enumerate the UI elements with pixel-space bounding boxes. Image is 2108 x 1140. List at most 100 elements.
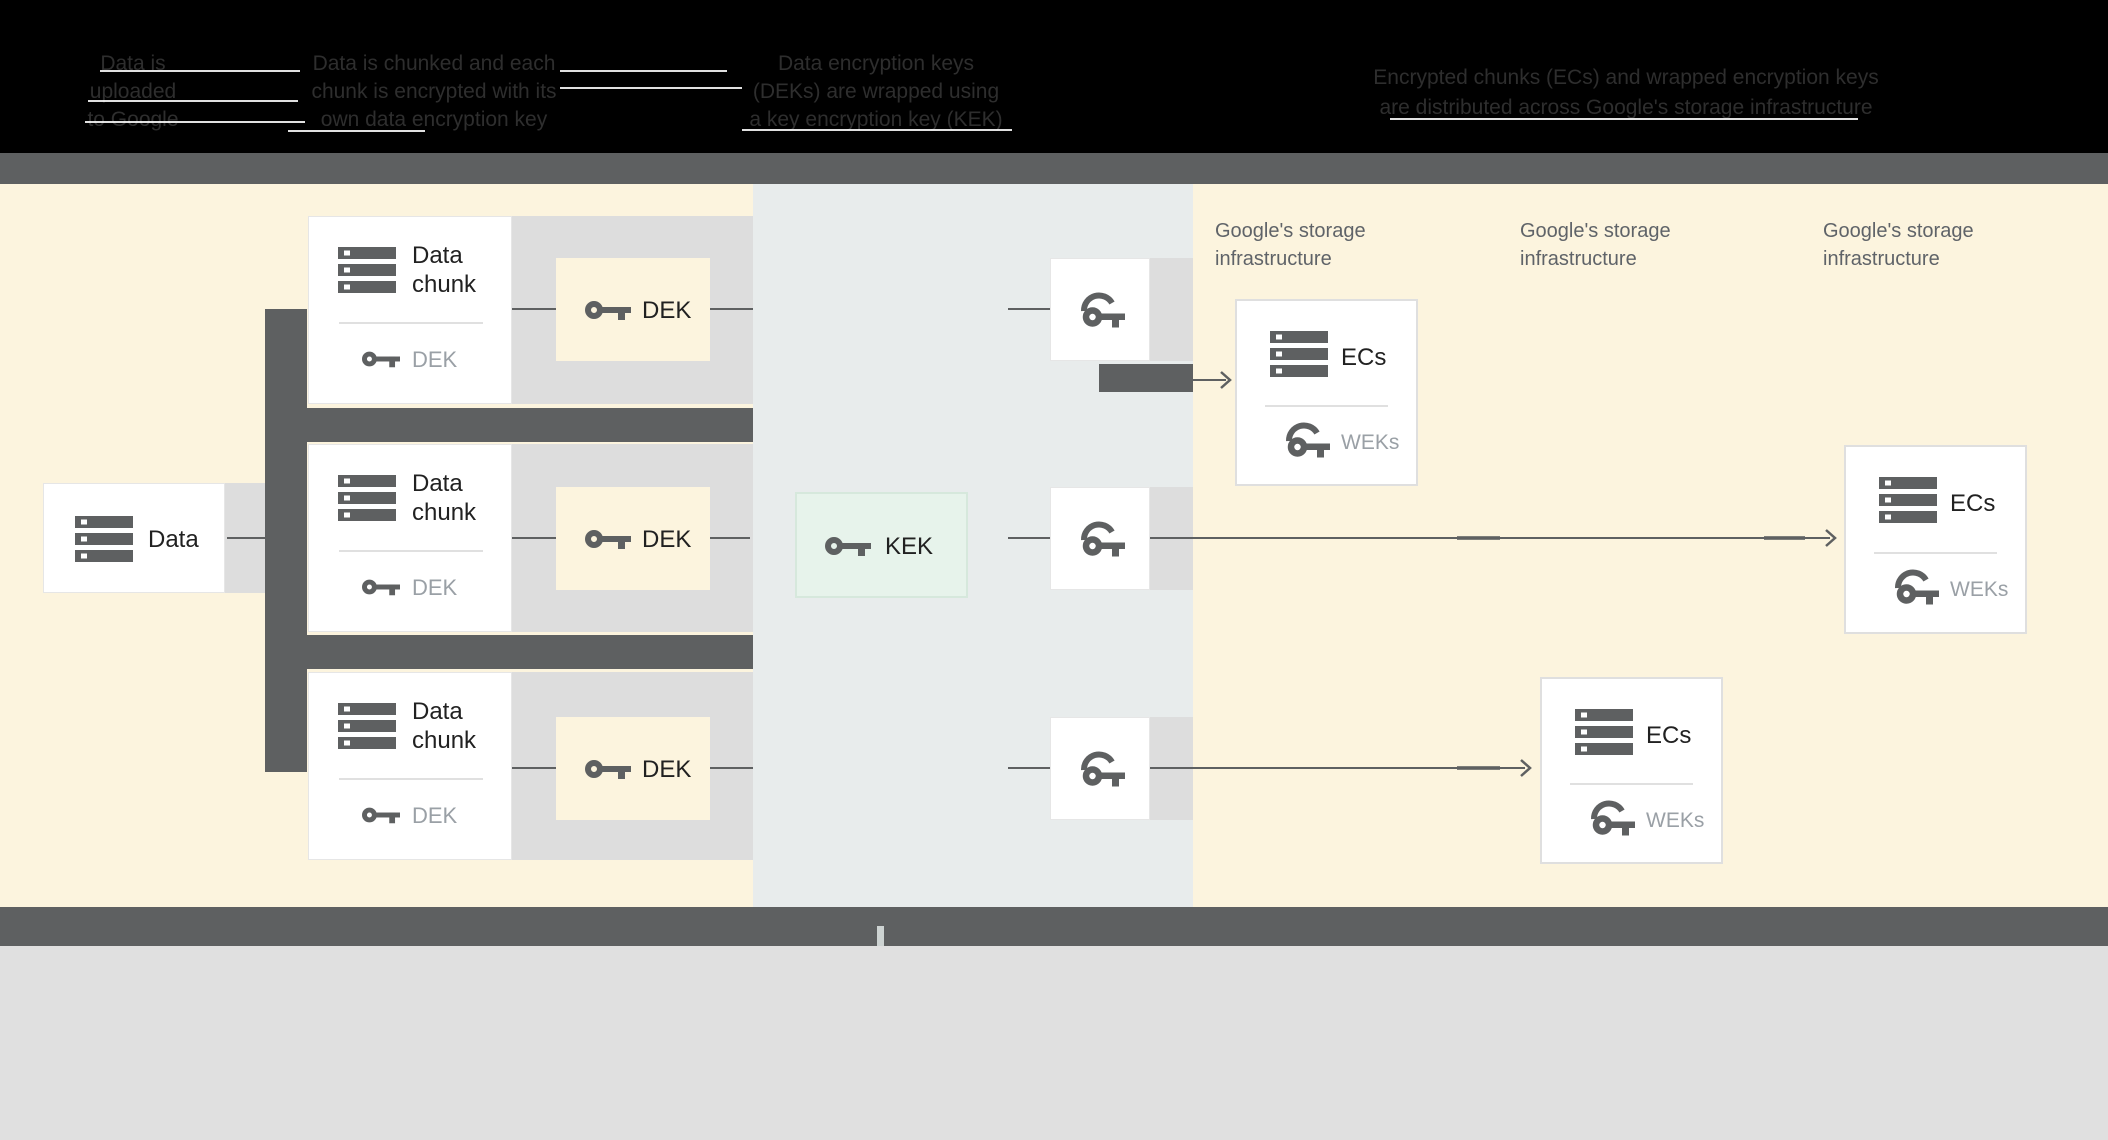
row-connector-bar [307, 408, 753, 442]
wrapped-key-icon [1286, 422, 1330, 458]
box-divider [1570, 783, 1693, 785]
data-box: Data [43, 483, 225, 593]
wrapped-key-icon [1081, 521, 1125, 557]
key-icon [362, 351, 400, 368]
bottom-divider-bar [0, 907, 2108, 946]
dek-box: DEK [556, 487, 710, 590]
step-caption-upload: Data is uploaded to Google [33, 50, 233, 134]
ecs-label: ECs [1950, 490, 1996, 517]
storage-infra-label: Google's storage infrastructure [1215, 217, 1366, 273]
dek-box: DEK [556, 717, 710, 820]
wrapped-key-flow-bar [1099, 364, 1193, 392]
chunk-title-line: Data [412, 698, 463, 725]
ecs-label: ECs [1341, 344, 1387, 371]
key-icon [362, 807, 400, 824]
weks-label: WEKs [1950, 578, 2009, 601]
connector-line [1008, 308, 1050, 310]
weks-label: WEKs [1646, 809, 1705, 832]
caption-line: Encrypted chunks (ECs) and wrapped encry… [1373, 66, 1879, 89]
footer-area: Default Google Encryption Key encryption… [0, 946, 2108, 1140]
caption-header: Data is uploaded to Google Data is chunk… [0, 0, 2108, 153]
storage-icon [338, 475, 396, 521]
connector-line [512, 767, 556, 769]
arrow-right-icon [1193, 371, 1232, 389]
chunk-title-line: Data [412, 242, 463, 269]
infra-line: infrastructure [1823, 248, 1940, 270]
wrapped-key-icon [1081, 751, 1125, 787]
arrow-right-icon [1150, 759, 1532, 777]
data-label: Data [148, 526, 199, 553]
connector-band [1150, 258, 1193, 361]
connector-line [710, 537, 750, 539]
weks-label: WEKs [1341, 431, 1400, 454]
data-chunk-title: Data chunk [412, 697, 476, 755]
infra-line: infrastructure [1520, 248, 1637, 270]
wrapped-key-icon [1081, 292, 1125, 328]
caption-line: are distributed across Google's storage … [1379, 96, 1873, 119]
underline-artifact [88, 100, 298, 102]
connector-line [1008, 537, 1050, 539]
infra-line: Google's storage [1520, 220, 1671, 242]
underline-artifact [100, 70, 300, 72]
step-caption-wrapping: Data encryption keys (DEKs) are wrapped … [706, 50, 1046, 134]
dek-box: DEK [556, 258, 710, 361]
kek-box: KEK [795, 492, 968, 598]
ecs-label: ECs [1646, 722, 1692, 749]
chunk-title-line: Data [412, 470, 463, 497]
key-icon [585, 530, 631, 549]
connector-line [512, 308, 556, 310]
wrapped-key-icon [1895, 569, 1939, 605]
key-icon [825, 537, 871, 556]
caption-line: to Google [87, 108, 179, 131]
wrapped-key-box [1050, 258, 1150, 361]
diagram-canvas: Data Data chunk DEK [0, 184, 2108, 907]
box-divider [1265, 405, 1388, 407]
storage-icon [338, 703, 396, 749]
storage-icon [338, 247, 396, 293]
kek-label: KEK [885, 533, 934, 560]
underline-artifact [560, 87, 742, 89]
storage-icon [75, 516, 133, 562]
box-divider [1874, 552, 1997, 554]
box-divider [339, 778, 483, 780]
step-caption-distribution: Encrypted chunks (ECs) and wrapped encry… [1306, 63, 1946, 123]
caption-line: Data encryption keys [777, 52, 975, 75]
underline-artifact [742, 129, 1012, 131]
dek-label: DEK [642, 297, 692, 324]
box-divider [339, 322, 483, 324]
ecs-box: ECs WEKs [1540, 677, 1723, 864]
dek-inline-label: DEK [412, 575, 458, 600]
dek-label: DEK [642, 526, 692, 553]
connector-line [512, 537, 556, 539]
kek-keystore-notch [877, 926, 884, 946]
top-divider-bar [0, 153, 2108, 184]
key-icon [362, 579, 400, 596]
ecs-box: ECs WEKs [1235, 299, 1418, 486]
wrapped-key-box [1050, 717, 1150, 820]
ecs-box: ECs WEKs [1844, 445, 2027, 634]
underline-artifact [85, 121, 305, 123]
storage-icon [1879, 477, 1937, 523]
data-chunk-box: Data chunk DEK [308, 216, 512, 404]
infra-line: infrastructure [1215, 248, 1332, 270]
key-icon [585, 301, 631, 320]
row-connector-bar [307, 635, 753, 669]
data-chunk-box: Data chunk DEK [308, 672, 512, 860]
chunk-title-line: chunk [412, 727, 477, 754]
dek-label: DEK [642, 756, 692, 783]
split-trunk [265, 309, 307, 772]
storage-icon [1270, 331, 1328, 377]
underline-artifact [288, 130, 425, 132]
connector-line [1008, 767, 1050, 769]
storage-icon [1575, 709, 1633, 755]
wrapped-key-icon [1591, 800, 1635, 836]
caption-line: a key encryption key (KEK) [749, 108, 1003, 131]
caption-line: Data is [100, 52, 166, 75]
storage-infra-label: Google's storage infrastructure [1823, 217, 1974, 273]
key-icon [585, 760, 631, 779]
dek-inline-label: DEK [412, 347, 458, 372]
connector-line [227, 537, 265, 539]
storage-infra-label: Google's storage infrastructure [1520, 217, 1671, 273]
underline-artifact [560, 70, 727, 72]
dek-inline-label: DEK [412, 803, 458, 828]
